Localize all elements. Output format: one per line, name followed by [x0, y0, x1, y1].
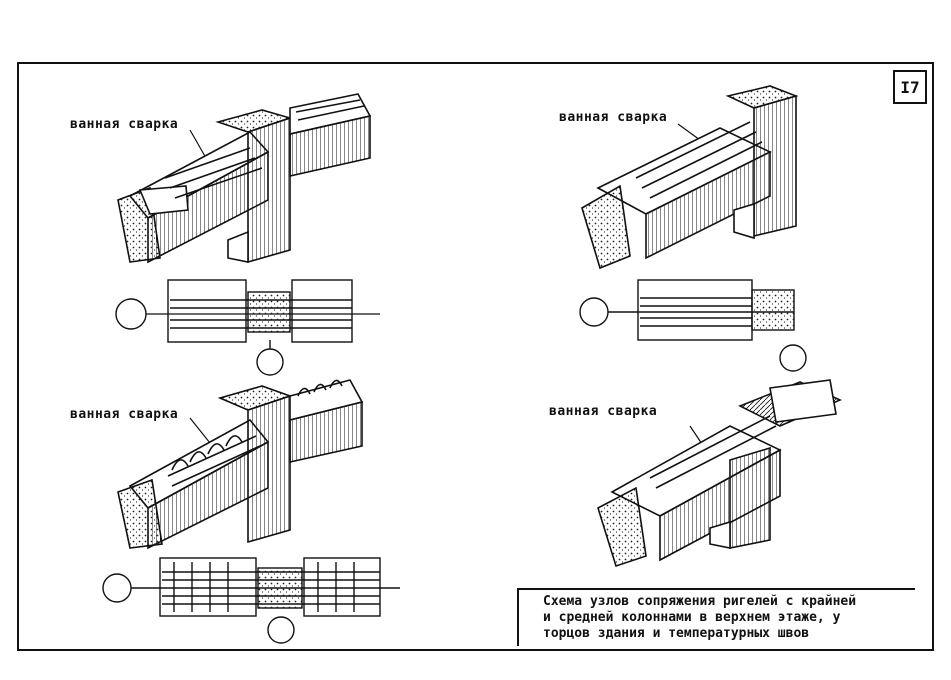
iso-joint-top-left — [117, 93, 372, 264]
title-line-2: и средней колоннами в верхнем этаже, у — [543, 610, 841, 625]
plan-bottom-left — [102, 557, 400, 644]
sheet-number: I7 — [893, 70, 927, 104]
weld-label-top-left: ванная сварка — [70, 117, 179, 132]
title-block: Схема узлов сопряжения ригелей с крайней… — [517, 588, 915, 646]
weld-label-bottom-left: ванная сварка — [70, 407, 179, 422]
title-line-1: Схема узлов сопряжения ригелей с крайней — [543, 594, 857, 609]
plan-top-left — [115, 279, 380, 376]
iso-joint-top-right — [581, 85, 799, 270]
drawing-frame — [17, 62, 934, 651]
weld-label-bottom-right: ванная сварка — [549, 404, 658, 419]
title-line-3: торцов здания и температурных швов — [543, 626, 810, 641]
iso-joint-bottom-right — [597, 379, 842, 568]
iso-joint-bottom-left — [117, 379, 364, 550]
plan-top-right — [579, 279, 807, 372]
weld-label-top-right: ванная сварка — [559, 110, 668, 125]
